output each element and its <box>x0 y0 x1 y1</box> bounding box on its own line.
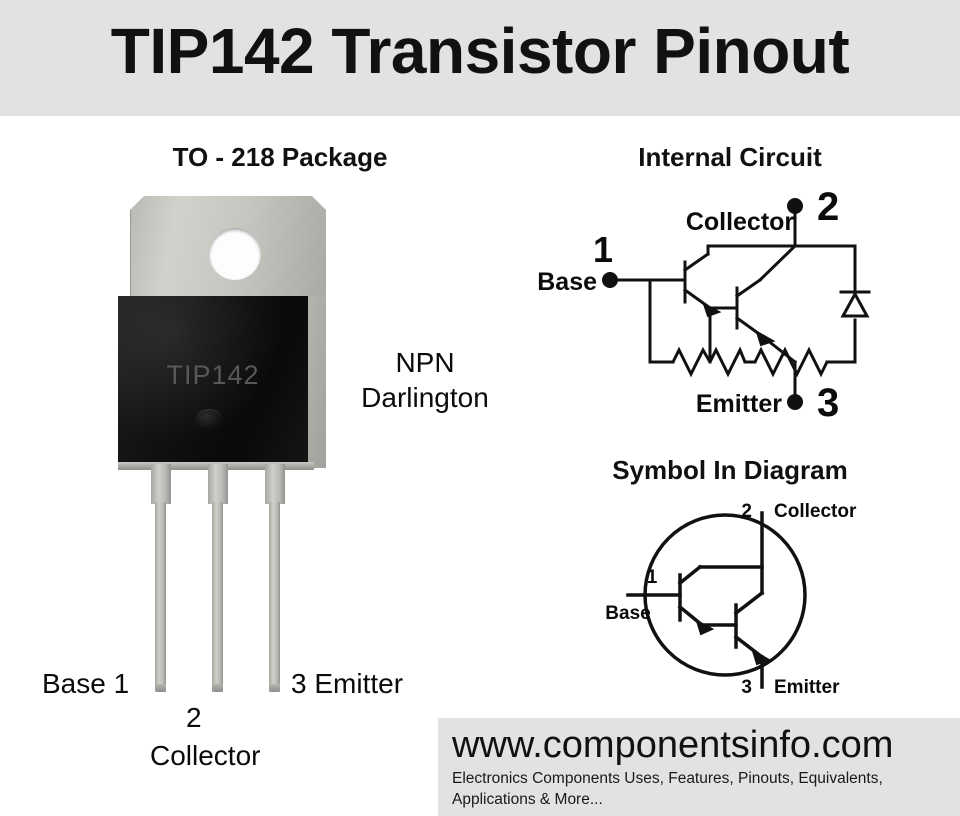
header-band <box>0 0 960 116</box>
diode-triangle <box>840 290 870 318</box>
pin-2-tip <box>212 684 223 692</box>
mounting-hole <box>209 228 261 280</box>
pin-3-lead <box>269 502 280 692</box>
symbol-emitter-label: Emitter <box>774 677 840 698</box>
chip-marking-text: TIP142 <box>166 360 260 390</box>
site-tagline-text: Electronics Components Uses, Features, P… <box>452 770 883 809</box>
resistor-r2 <box>753 346 829 378</box>
pin-3-tip <box>269 684 280 692</box>
base-terminal-dot <box>602 272 618 288</box>
internal-base-pin: 1 <box>593 229 613 270</box>
internal-collector-label: Collector <box>686 208 795 236</box>
plastic-body: TIP142 <box>118 296 308 466</box>
schematic-symbol-diagram: 2 Collector 1 Base 3 Emitter <box>540 495 930 700</box>
pin-1-shoulder <box>151 464 171 504</box>
pin-2-lead <box>212 502 223 692</box>
symbol-q1-collector-slant <box>677 564 703 586</box>
symbol-collector-label: Collector <box>774 501 857 522</box>
internal-emitter-label: Emitter <box>696 390 782 418</box>
symbol-q1-emitter-arrow <box>695 618 715 636</box>
symbol-q2-emitter-arrow <box>751 648 772 666</box>
pin-1-tip <box>155 684 166 692</box>
heatsink-tab <box>130 196 326 308</box>
transistor-package-illustration: TIP142 <box>118 196 338 696</box>
symbol-base-pin: 1 <box>647 567 658 588</box>
symbol-section-heading: Symbol In Diagram <box>612 455 848 485</box>
pin-3-emitter-label: 3 Emitter <box>291 668 404 699</box>
package-section-heading: TO - 218 Package <box>172 142 388 172</box>
transistor-type-label: NPN Darlington <box>330 345 520 415</box>
pin-3-shoulder <box>265 464 285 504</box>
pin-1-lead <box>155 502 166 692</box>
footer-watermark-band <box>438 718 960 816</box>
q1-collector-slant <box>682 251 711 273</box>
body-dimple <box>196 409 222 429</box>
symbol-q2-collector-slant <box>733 590 765 616</box>
internal-collector-pin: 2 <box>817 185 839 229</box>
resistor-r1b <box>708 346 747 378</box>
q2-emitter-arrow <box>755 329 776 347</box>
pin-2-shoulder <box>208 464 228 504</box>
site-url-text: www.componentsinfo.com <box>452 724 894 766</box>
pin-2-collector-label: Collector <box>150 740 261 771</box>
q1-emitter-arrow <box>702 301 722 318</box>
pin-1-base-label: Base 1 <box>42 668 130 699</box>
pin-2-number-label: 2 <box>186 702 202 733</box>
type-line-2: Darlington <box>361 382 489 413</box>
emitter-terminal-dot <box>787 394 803 410</box>
internal-circuit-heading: Internal Circuit <box>638 142 822 172</box>
q2-collector-rise <box>757 243 798 283</box>
resistor-r1 <box>671 346 712 378</box>
symbol-base-label: Base <box>605 603 650 624</box>
collector-terminal-dot <box>787 198 803 214</box>
symbol-collector-pin: 2 <box>741 501 752 522</box>
symbol-emitter-pin: 3 <box>741 677 752 698</box>
type-line-1: NPN <box>395 347 455 378</box>
q2-collector-slant <box>734 277 763 299</box>
page-title: TIP142 Transistor Pinout <box>110 15 850 87</box>
internal-base-label: Base <box>537 268 597 296</box>
internal-emitter-pin: 3 <box>817 381 839 425</box>
body-highlight <box>118 296 308 466</box>
internal-circuit-diagram: Base 1 Collector 2 Emitter 3 <box>505 180 955 440</box>
